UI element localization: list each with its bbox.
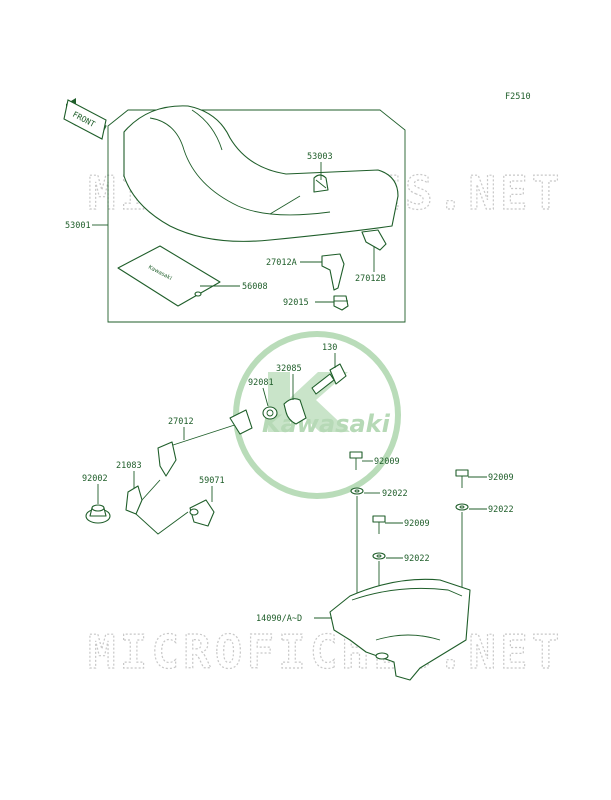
- manual-56008: Kawasaki: [117, 245, 221, 307]
- knob-92002: [85, 504, 111, 524]
- label-92022-c: 92022: [404, 554, 430, 564]
- figure-code: F2510: [505, 92, 531, 102]
- bracket-27012B: [361, 229, 387, 251]
- switch-59071: [189, 499, 215, 527]
- washer-92022-b: [455, 503, 469, 511]
- label-27012B: 27012B: [355, 274, 386, 284]
- bracket-27012A: [321, 253, 345, 291]
- label-21083: 21083: [116, 461, 142, 471]
- watermark-bottom: MICROFICHES.NET: [88, 625, 563, 679]
- spring-92081: [262, 406, 278, 420]
- front-arrow-icon: FRONT: [63, 98, 107, 140]
- label-92009-a: 92009: [374, 457, 400, 467]
- screw-92009-c: [372, 515, 386, 534]
- label-92002: 92002: [82, 474, 108, 484]
- kawasaki-logo: Kawasaki: [233, 331, 401, 499]
- latch-32085: [283, 398, 307, 425]
- bolt-130: [311, 363, 347, 395]
- label-92015: 92015: [283, 298, 309, 308]
- label-59071: 59071: [199, 476, 225, 486]
- cable-27012: [157, 409, 253, 477]
- bracket-21083: [125, 485, 143, 515]
- label-92009-c: 92009: [404, 519, 430, 529]
- label-92009-b: 92009: [488, 473, 514, 483]
- label-130: 130: [322, 343, 337, 353]
- label-53003: 53003: [307, 152, 333, 162]
- seat-group-frame: [107, 109, 406, 323]
- label-92022-a: 92022: [382, 489, 408, 499]
- label-32085: 32085: [276, 364, 302, 374]
- bracket-53003: [313, 174, 329, 193]
- nut-92015: [333, 295, 349, 311]
- label-92022-b: 92022: [488, 505, 514, 515]
- kawasaki-logo-text: Kawasaki: [262, 410, 391, 438]
- label-14090: 14090/A~D: [256, 614, 302, 624]
- cover-14090: [329, 578, 471, 681]
- label-56008: 56008: [242, 282, 268, 292]
- screw-92009-a: [349, 451, 363, 470]
- label-92081: 92081: [248, 378, 274, 388]
- washer-92022-a: [350, 487, 364, 495]
- screw-92009-b: [455, 469, 469, 488]
- label-27012A: 27012A: [266, 258, 297, 268]
- label-53001: 53001: [65, 221, 91, 231]
- label-27012: 27012: [168, 417, 194, 427]
- washer-92022-c: [372, 552, 386, 560]
- seat-part: [123, 105, 399, 242]
